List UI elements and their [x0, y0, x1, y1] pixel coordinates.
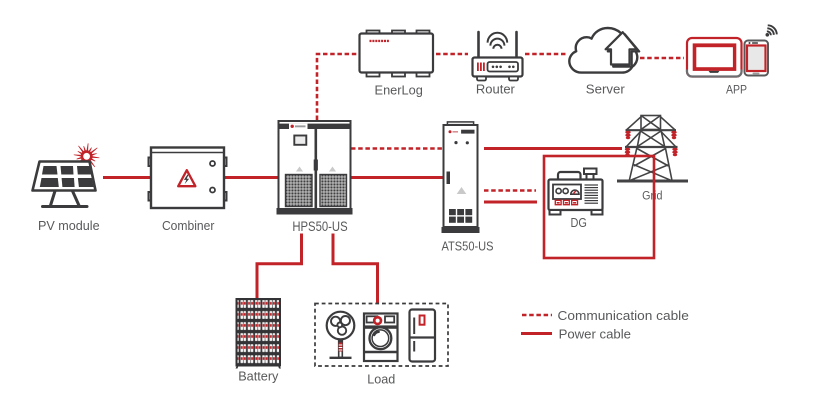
svg-text:Server: Server	[586, 82, 626, 97]
svg-text:Load: Load	[367, 373, 395, 387]
svg-text:Router: Router	[476, 82, 516, 97]
svg-text:PV module: PV module	[38, 218, 100, 233]
svg-text:Combiner: Combiner	[162, 218, 215, 233]
svg-text:Grid: Grid	[642, 191, 662, 203]
svg-text:ATS50-US: ATS50-US	[442, 239, 494, 254]
svg-text:Power cable: Power cable	[559, 326, 631, 341]
svg-text:HPS50-US: HPS50-US	[292, 218, 347, 234]
svg-text:Battery: Battery	[238, 369, 279, 384]
svg-text:APP: APP	[726, 85, 747, 97]
svg-text:DG: DG	[571, 216, 587, 230]
svg-text:Communication cable: Communication cable	[558, 308, 689, 323]
svg-text:EnerLog: EnerLog	[375, 83, 423, 98]
